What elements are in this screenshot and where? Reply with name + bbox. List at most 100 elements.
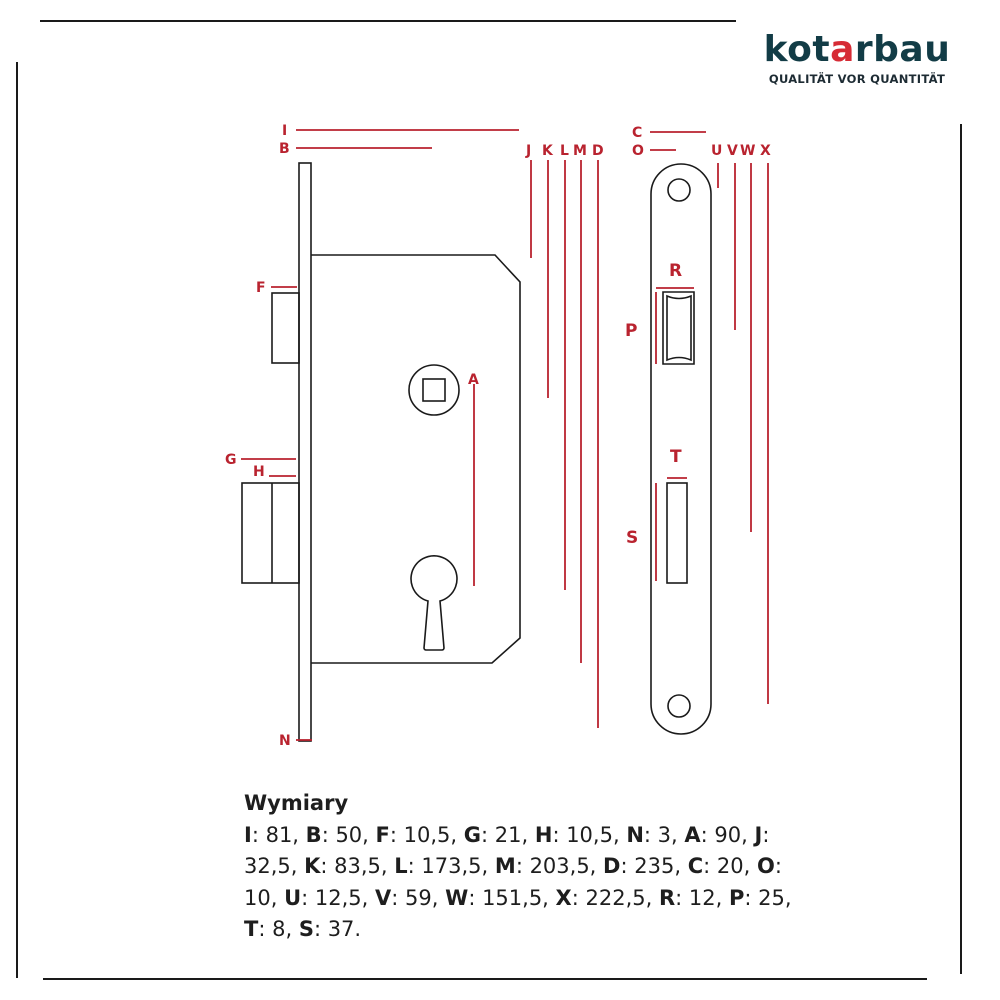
label-S: S	[626, 528, 638, 548]
dimension-item: N: 3,	[626, 823, 677, 847]
label-W: W	[740, 143, 755, 159]
dimension-key: C	[687, 854, 704, 878]
label-L: L	[560, 143, 569, 159]
frame-left-line	[16, 62, 18, 978]
dimension-value: : 203,5,	[515, 854, 597, 878]
dimension-key: L	[394, 854, 408, 878]
dimension-value: : 10,5,	[389, 822, 458, 847]
brand-logo: kotarbau QUALITÄT VOR QUANTITÄT	[752, 29, 962, 87]
dimension-item: C: 20,	[688, 854, 751, 878]
dimension-value: : 20,	[703, 854, 751, 878]
dimension-key: V	[375, 885, 392, 910]
dimension-item: I: 81,	[244, 823, 299, 847]
dimension-value: : 81,	[251, 822, 299, 847]
spindle-hub	[408, 364, 460, 416]
dimension-item: B: 50,	[306, 823, 369, 847]
label-B: B	[279, 141, 290, 157]
dimension-item: W: 151,5,	[445, 886, 549, 910]
dimension-item: G: 21,	[464, 823, 528, 847]
dimension-value: : 235,	[620, 854, 681, 878]
dimension-value: : 3,	[643, 822, 678, 847]
dimension-key: G	[463, 822, 482, 847]
brand-name: kotarbau	[763, 29, 951, 70]
lock-case	[311, 254, 521, 664]
label-J: J	[525, 143, 531, 159]
dimension-key: B	[305, 822, 322, 847]
dimension-key: H	[534, 822, 553, 847]
dead-bolt	[241, 482, 300, 584]
dimension-item: P: 25,	[729, 886, 792, 910]
lock-diagram: I B F G H N A J K L M D C O U V W X R P …	[225, 123, 771, 749]
dimension-key: A	[684, 822, 701, 847]
dimension-key: J	[754, 822, 763, 847]
lock-faceplate	[298, 162, 312, 742]
dimension-value: : 90,	[700, 822, 748, 847]
dimension-value: : 50,	[321, 822, 369, 847]
dimensions-title: Wymiary	[244, 791, 349, 815]
dimension-key: I	[244, 822, 252, 847]
label-X: X	[760, 143, 771, 159]
dimension-value: : 83,5,	[320, 854, 388, 878]
label-M: M	[573, 143, 587, 159]
strike-bolt-opening	[666, 482, 688, 584]
strike-screw-bottom	[667, 694, 691, 718]
dimension-key: P	[729, 885, 745, 910]
dimension-key: X	[555, 885, 572, 910]
dimension-item: S: 37.	[299, 917, 361, 941]
dimension-value: : 222,5,	[571, 885, 653, 910]
strike-plate	[650, 163, 712, 735]
dimension-value: : 10,5,	[552, 822, 620, 847]
dimension-value: : 32,5,	[244, 822, 770, 879]
dimension-item: R: 12,	[659, 886, 722, 910]
label-O: O	[632, 143, 644, 159]
dimension-value: : 10,	[244, 854, 782, 910]
dimension-value: : 12,5,	[301, 885, 369, 910]
dimension-key: D	[603, 854, 621, 878]
dimension-value: : 37.	[313, 917, 362, 941]
label-R: R	[669, 261, 682, 281]
dimension-item: D: 235,	[603, 854, 681, 878]
dimension-item: H: 10,5,	[535, 823, 620, 847]
label-D: D	[592, 143, 604, 159]
dimension-item: M: 203,5,	[495, 854, 596, 878]
dimension-item: K: 83,5,	[304, 854, 387, 878]
brand-name-accent: a	[830, 29, 855, 70]
dimension-key: R	[658, 885, 676, 910]
label-A: A	[468, 372, 479, 388]
dimension-key: T	[244, 917, 259, 941]
label-I: I	[282, 123, 287, 139]
dimension-key: S	[298, 917, 314, 941]
latch-bolt	[271, 292, 300, 364]
dimensions-list: I: 81, B: 50, F: 10,5, G: 21, H: 10,5, N…	[244, 820, 804, 946]
label-V: V	[727, 143, 738, 159]
strike-latch-opening	[662, 291, 695, 365]
label-C: C	[632, 125, 642, 141]
label-H: H	[253, 464, 265, 480]
frame-top-line	[40, 20, 736, 22]
frame-right-line	[960, 124, 962, 974]
spindle-square	[422, 378, 446, 402]
dimension-value: : 8,	[258, 917, 293, 941]
strike-screw-top	[667, 178, 691, 202]
label-N: N	[279, 733, 291, 749]
dimension-item: T: 8,	[244, 917, 292, 941]
brand-tagline: QUALITÄT VOR QUANTITÄT	[768, 72, 946, 86]
dimension-item: F: 10,5,	[376, 823, 458, 847]
label-P: P	[625, 321, 637, 341]
dimension-item: O: 10,	[244, 854, 782, 910]
label-G: G	[225, 452, 237, 468]
label-F: F	[256, 280, 266, 296]
label-U: U	[711, 143, 722, 159]
label-K: K	[542, 143, 554, 159]
dimension-item: L: 173,5,	[394, 854, 488, 878]
dimension-value: : 173,5,	[407, 854, 489, 878]
dimension-item: A: 90,	[684, 823, 747, 847]
dimension-value: : 59,	[391, 885, 439, 910]
dimension-key: K	[304, 854, 321, 878]
dimension-value: : 21,	[481, 822, 529, 847]
dimension-key: M	[494, 854, 516, 878]
dimension-key: N	[626, 822, 644, 847]
dimension-item: X: 222,5,	[556, 886, 653, 910]
label-T: T	[670, 447, 682, 467]
dimensions-block: Wymiary I: 81, B: 50, F: 10,5, G: 21, H:…	[244, 788, 804, 946]
